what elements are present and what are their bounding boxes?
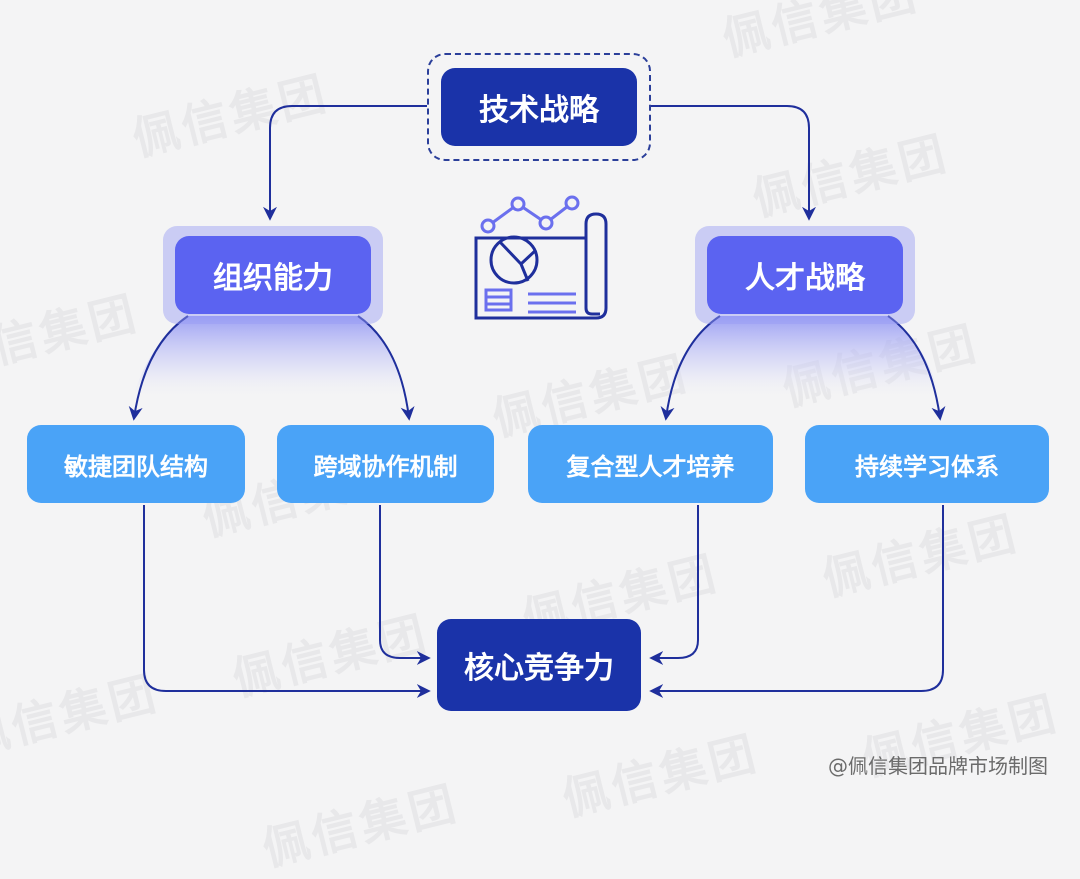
- connector-left-branch-to-leaf-2: [357, 315, 415, 421]
- connector-leaf-2-to-core: [379, 505, 431, 665]
- connector-leaf-1-to-core: [143, 505, 431, 698]
- leaf-node-cross-domain[interactable]: 跨域协作机制: [277, 425, 494, 503]
- credit-text: @佩信集团品牌市场制图: [828, 754, 1048, 778]
- report-chart-icon: [474, 195, 608, 320]
- connector-leaf-3-to-core: [649, 505, 699, 665]
- branch-fan-right: [665, 316, 940, 400]
- connector-root-to-right-branch: [651, 105, 816, 221]
- leaf-node-continuous-learning[interactable]: 持续学习体系: [805, 425, 1049, 503]
- connector-root-to-left-branch: [263, 105, 427, 221]
- branch-node-org-capability[interactable]: 组织能力: [175, 236, 371, 314]
- connector-leaf-4-to-core: [649, 505, 944, 698]
- root-node-tech-strategy[interactable]: 技术战略: [441, 68, 637, 146]
- connector-left-branch-to-leaf-1: [128, 315, 189, 421]
- connector-right-branch-to-leaf-3: [660, 315, 721, 421]
- branch-fan-left: [132, 316, 408, 400]
- leaf-node-composite-talent[interactable]: 复合型人才培养: [528, 425, 773, 503]
- result-node-core-competitiveness[interactable]: 核心竞争力: [437, 619, 641, 711]
- connector-right-branch-to-leaf-4: [887, 315, 946, 421]
- root-node-dashed-frame: [427, 53, 651, 161]
- branch-fan-layer: [132, 316, 940, 400]
- branch-node-talent-strategy[interactable]: 人才战略: [707, 236, 903, 314]
- leaf-node-agile-team[interactable]: 敏捷团队结构: [27, 425, 245, 503]
- connector-layer: [128, 105, 946, 698]
